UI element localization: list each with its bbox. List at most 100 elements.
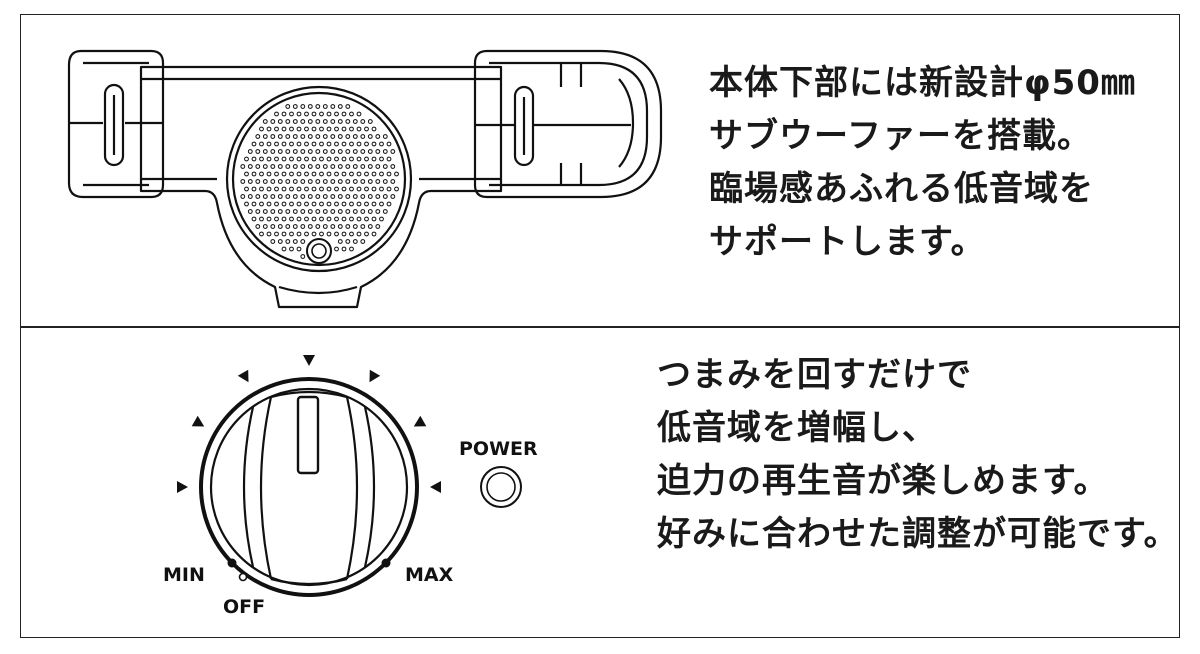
grille-hole xyxy=(394,171,399,177)
grille-hole xyxy=(349,186,354,192)
scale-tick-mark xyxy=(303,355,315,366)
grille-hole xyxy=(364,216,369,222)
grille-hole xyxy=(262,224,268,229)
grille-hole xyxy=(367,224,373,229)
grille-hole xyxy=(289,156,294,162)
grille-hole xyxy=(274,186,279,192)
grille-hole xyxy=(345,179,351,184)
grille-hole xyxy=(289,111,294,117)
grille-hole xyxy=(371,126,377,132)
grille-hole xyxy=(379,171,384,177)
grille-hole xyxy=(285,209,291,214)
grille-hole xyxy=(364,171,369,177)
grille-hole xyxy=(356,231,362,237)
grille-hole xyxy=(274,111,279,117)
grille-hole xyxy=(349,156,354,162)
grille-hole xyxy=(296,246,302,252)
grille-hole xyxy=(277,164,283,169)
grille-hole xyxy=(326,126,332,132)
grille-hole xyxy=(356,216,362,222)
grille-hole xyxy=(266,201,272,207)
off-dot xyxy=(238,572,248,582)
grille-hole xyxy=(296,156,302,162)
grille-hole xyxy=(326,186,332,192)
grille-hole xyxy=(251,171,257,177)
grille-hole xyxy=(262,134,268,139)
grille-hole xyxy=(322,224,328,229)
grille-hole xyxy=(371,201,377,207)
grille-hole xyxy=(285,179,291,184)
grille-hole xyxy=(277,149,283,154)
knob-scale-marks xyxy=(177,355,441,493)
grille-hole xyxy=(364,141,369,147)
grille-hole xyxy=(281,111,287,117)
grille-hole xyxy=(277,194,283,199)
grille-hole xyxy=(360,149,366,154)
min-dot xyxy=(227,558,237,568)
grille-hole xyxy=(334,141,339,147)
grille-hole xyxy=(289,186,294,192)
grille-hole xyxy=(349,216,354,222)
grille-hole xyxy=(300,239,306,244)
grille-hole xyxy=(292,134,298,139)
grille-hole xyxy=(375,179,381,184)
grille-hole xyxy=(307,149,313,154)
grille-hole xyxy=(289,231,294,237)
grille-hole xyxy=(367,164,373,169)
grille-hole xyxy=(274,171,279,177)
grille-hole xyxy=(277,179,283,184)
grille-hole xyxy=(319,231,324,237)
grille-hole xyxy=(281,186,287,192)
grille-hole xyxy=(341,141,347,147)
grille-hole xyxy=(270,194,276,199)
grille-hole xyxy=(292,194,298,199)
grille-hole xyxy=(345,149,351,154)
grille-hole xyxy=(330,104,336,109)
grille-hole xyxy=(341,156,347,162)
bottom-description: つまみを回すだけで 低音域を増幅し、 迫力の再生音が楽しめます。 好みに合わせた… xyxy=(657,349,1179,561)
grille-hole xyxy=(300,164,306,169)
grille-hole xyxy=(296,126,302,132)
grille-hole xyxy=(356,141,362,147)
grille-hole xyxy=(281,126,287,132)
grille-hole xyxy=(300,224,306,229)
grille-hole xyxy=(311,126,317,132)
grille-hole xyxy=(304,141,309,147)
grille-hole xyxy=(259,201,264,207)
grille-hole xyxy=(326,201,332,207)
grille-hole xyxy=(259,126,264,132)
grille-hole xyxy=(304,231,309,237)
grille-hole xyxy=(334,201,339,207)
grille-hole xyxy=(259,171,264,177)
grille-hole xyxy=(367,149,373,154)
grille-hole xyxy=(371,156,377,162)
grille-hole xyxy=(270,239,276,244)
grille-hole xyxy=(341,111,347,117)
grille-hole xyxy=(356,111,362,117)
grille-hole xyxy=(289,141,294,147)
grille-hole xyxy=(292,224,298,229)
grille-hole xyxy=(274,141,279,147)
grille-hole xyxy=(255,134,261,139)
grille-hole xyxy=(330,209,336,214)
grille-hole xyxy=(330,224,336,229)
grille-hole xyxy=(300,179,306,184)
grille-hole xyxy=(251,141,257,147)
off-label: OFF xyxy=(223,596,265,618)
grille-hole xyxy=(307,179,313,184)
grille-hole xyxy=(315,194,321,199)
grille-hole xyxy=(371,141,377,147)
grille-hole xyxy=(281,216,287,222)
grille-hole xyxy=(334,171,339,177)
grille-hole xyxy=(330,134,336,139)
grille-hole xyxy=(266,216,272,222)
grille-hole xyxy=(285,239,291,244)
grille-hole xyxy=(352,164,358,169)
grille-hole xyxy=(356,201,362,207)
grille-hole xyxy=(322,119,328,124)
grille-hole xyxy=(266,186,272,192)
grille-hole xyxy=(300,194,306,199)
grille-hole xyxy=(319,171,324,177)
grille-hole xyxy=(277,209,283,214)
grille-hole xyxy=(349,111,354,117)
